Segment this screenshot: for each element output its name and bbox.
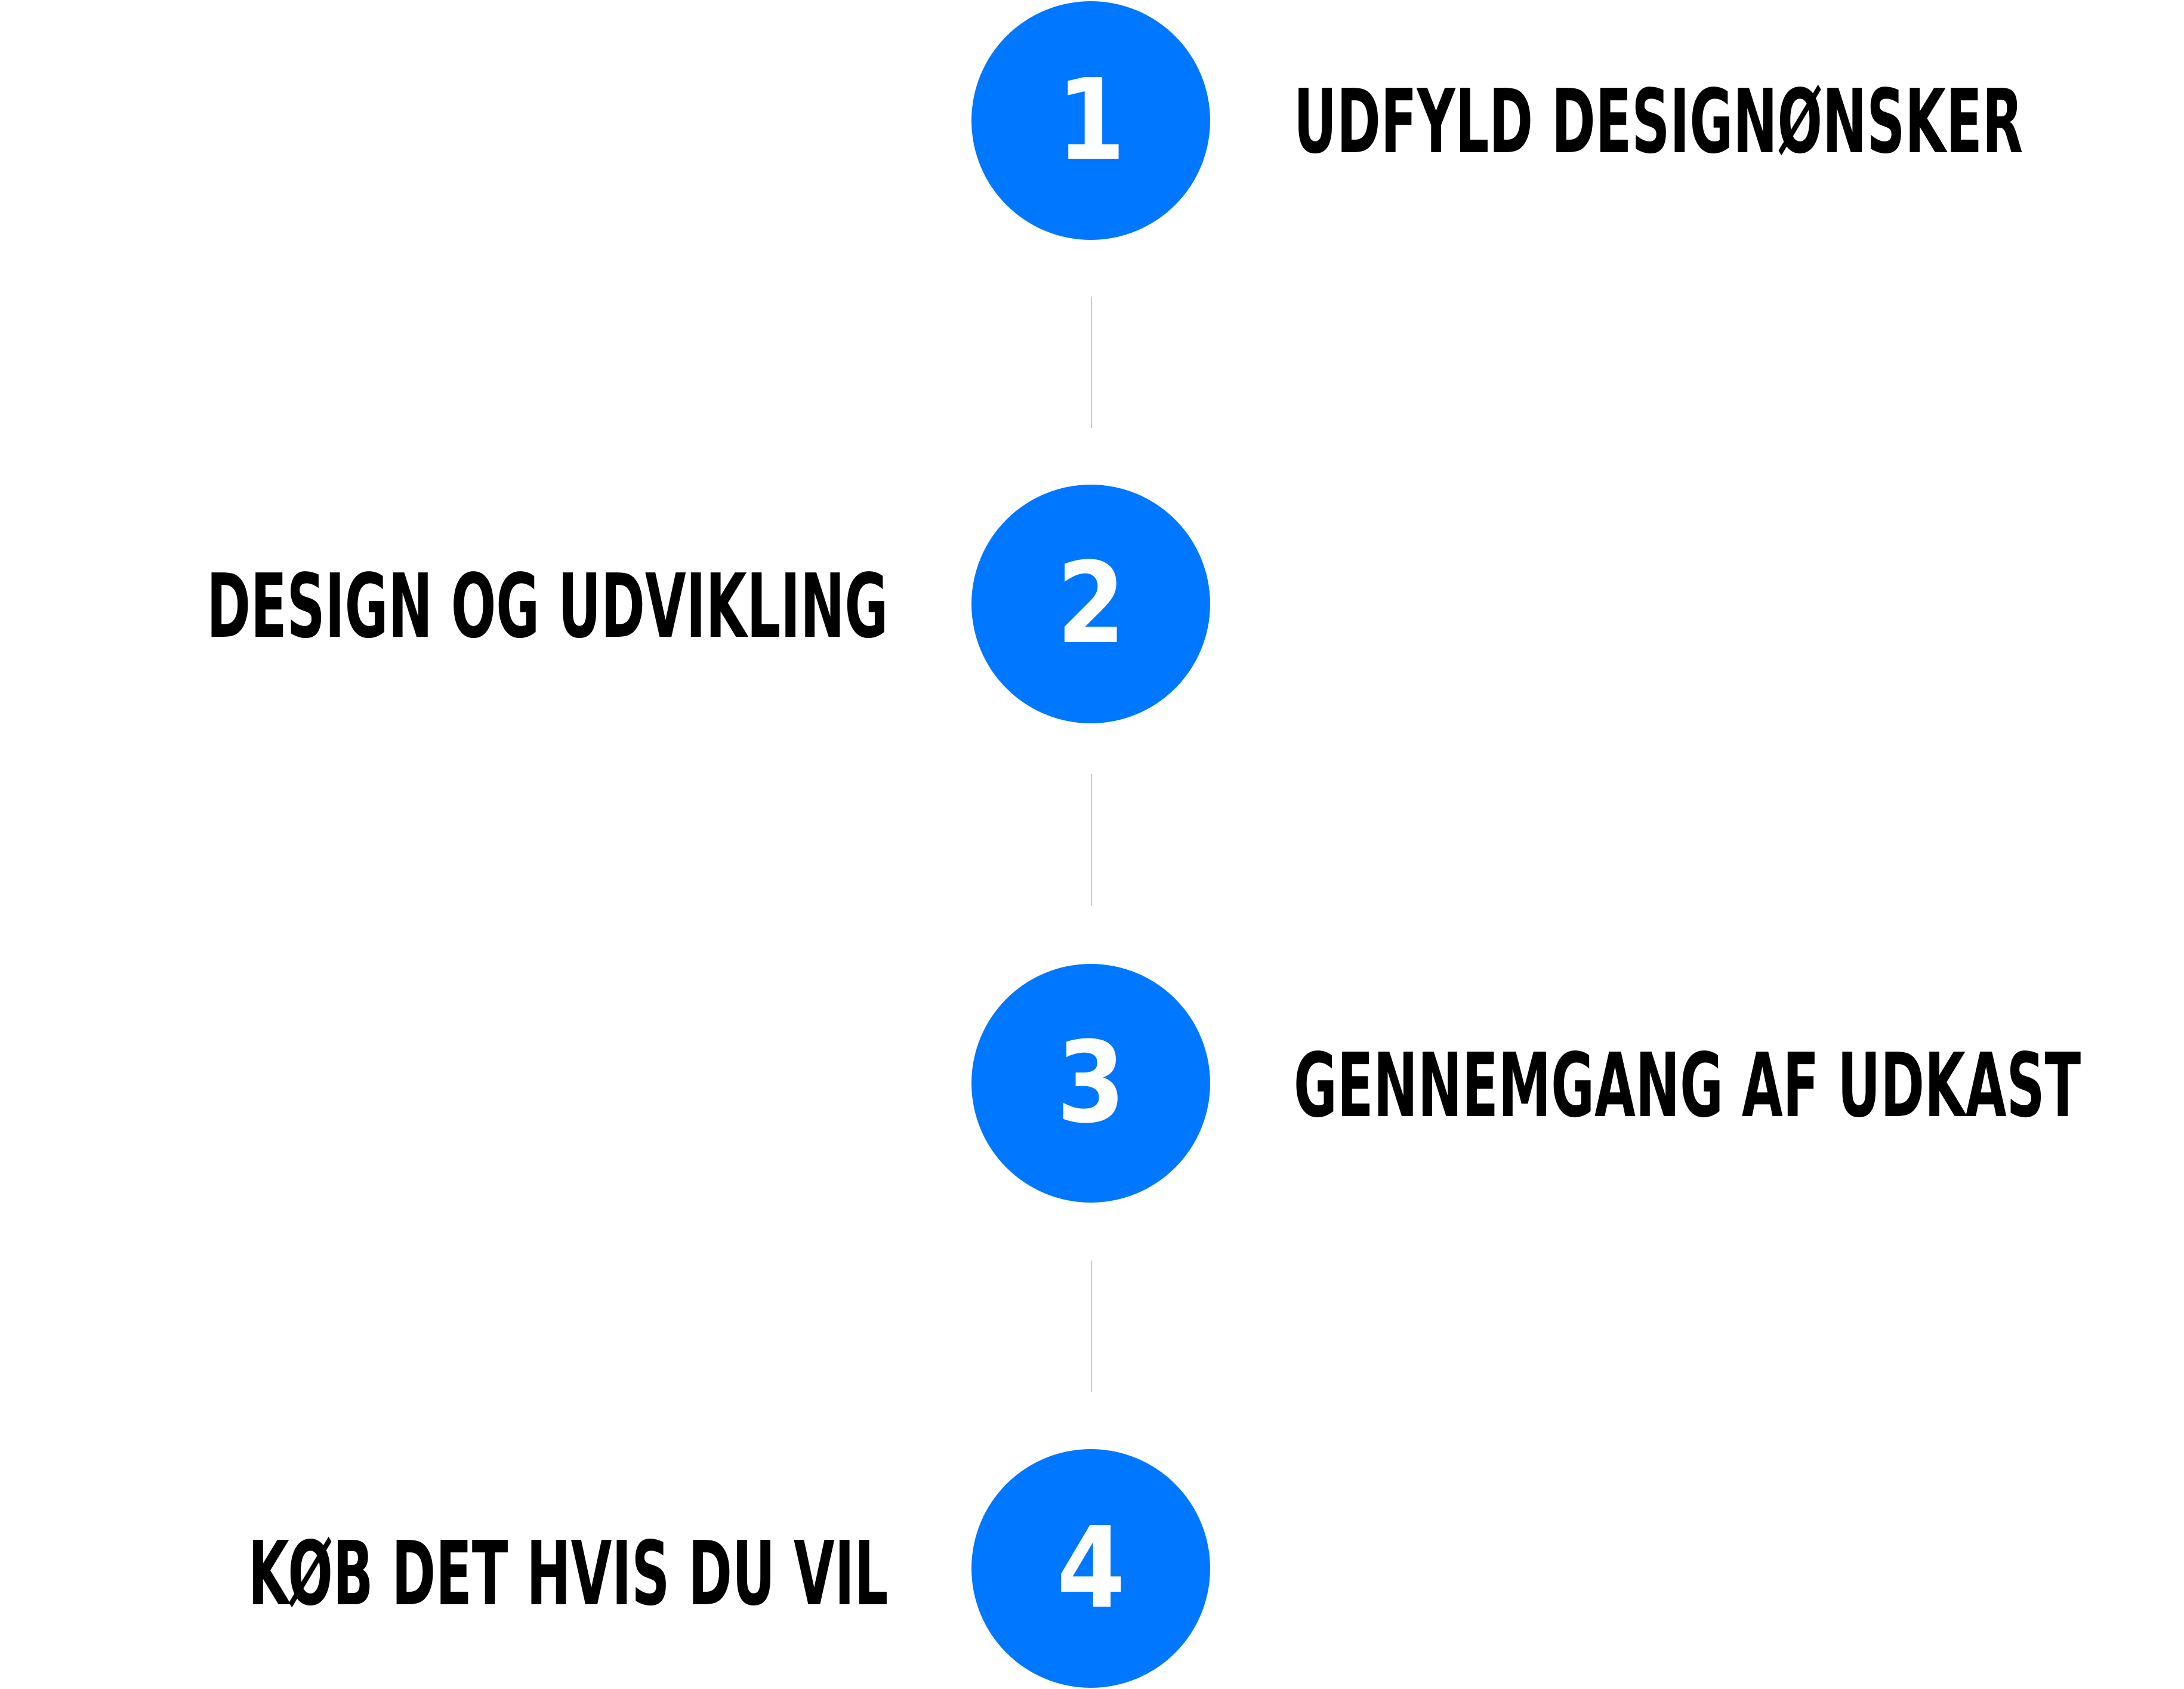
step-3-circle: 3 [971,964,1210,1203]
step-1-number: 1 [1056,55,1125,186]
step-4-label: KØB DET HVIS DU VIL [248,1522,888,1625]
step-1-label: UDFYLD DESIGNØNSKER [1294,70,2023,173]
step-3-number: 3 [1056,1018,1125,1148]
step-4-number: 4 [1056,1503,1125,1633]
step-4-circle: 4 [971,1449,1210,1688]
step-3-label: GENNEMGANG AF UDKAST [1294,1034,2081,1137]
step-1-circle: 1 [971,1,1210,240]
connector-3-4 [1091,1260,1092,1392]
step-2-circle: 2 [971,485,1210,723]
connector-1-2 [1091,297,1092,428]
connector-2-3 [1091,774,1092,905]
step-2-label: DESIGN OG UDVIKLING [206,555,888,658]
step-2-number: 2 [1056,538,1125,669]
